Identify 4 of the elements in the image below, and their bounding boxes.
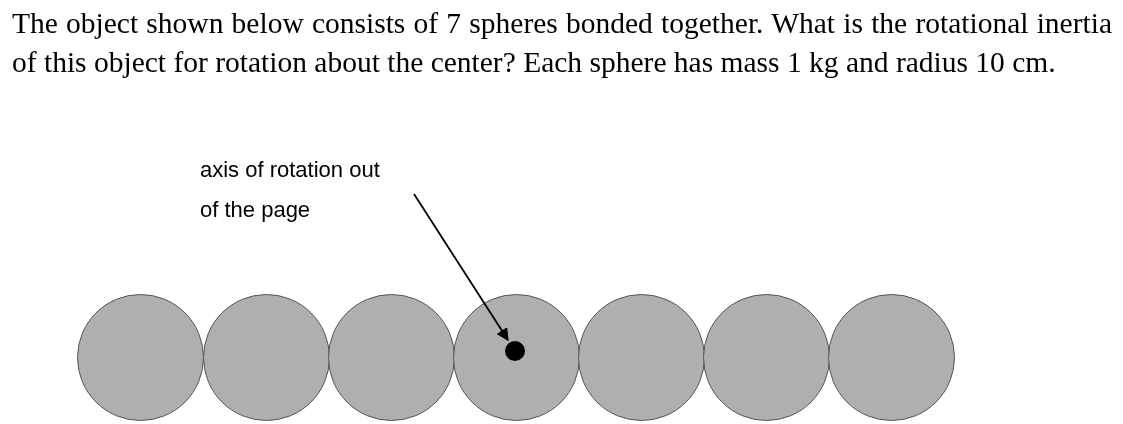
leader-arrow [413, 193, 509, 342]
question-text: The object shown below consists of 7 spheres bonded together. What is the rotational inertia of this object for rotation about the center? Each sphere has mass 1 kg and radius 10 cm. [12, 6, 1112, 80]
callout-label: axis of rotation out of the page [200, 150, 400, 230]
axis-dot [505, 341, 525, 361]
